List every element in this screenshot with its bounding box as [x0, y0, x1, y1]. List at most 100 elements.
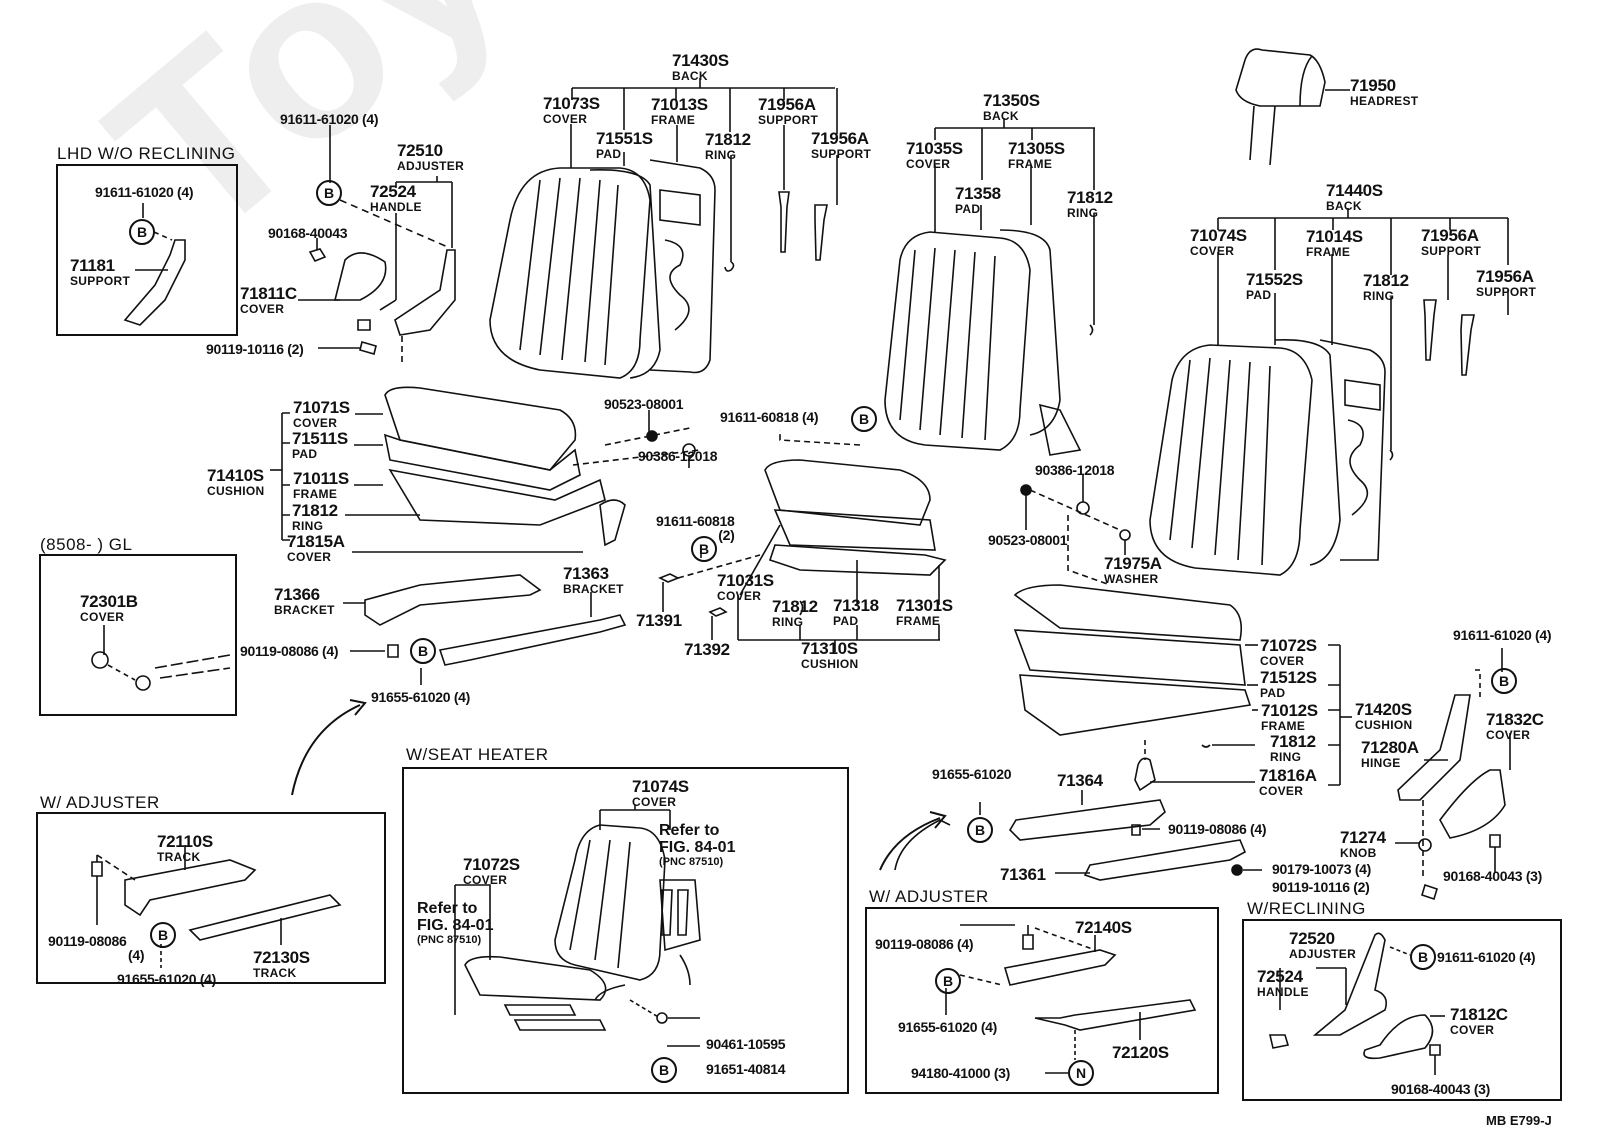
- part-71391[interactable]: 71391: [636, 611, 682, 630]
- part-90386-12018-a[interactable]: 90386-12018: [638, 448, 718, 464]
- part-90168-40043[interactable]: 90168-40043: [268, 225, 348, 241]
- leader-71440S: [1217, 208, 1509, 450]
- arrow-left-head: [349, 699, 367, 716]
- part-91655-61020-right[interactable]: 91655-61020: [932, 766, 1012, 782]
- part-90386-12018-b[interactable]: 90386-12018: [1035, 462, 1115, 478]
- part-90119-08086-adj2[interactable]: 90119-08086 (4): [875, 936, 974, 952]
- part-90168-40043-recl[interactable]: 90168-40043 (3): [1391, 1081, 1491, 1097]
- part-90119-08086-adj[interactable]: 90119-08086(4): [48, 933, 145, 963]
- part-90179-10073[interactable]: 90179-10073 (4): [1272, 861, 1372, 877]
- part-91655-61020-adj2[interactable]: 91655-61020 (4): [898, 1019, 998, 1035]
- part-90523-08001-a[interactable]: 90523-08001: [604, 396, 684, 412]
- part-90119-10116-right[interactable]: 90119-10116 (2): [1272, 879, 1370, 895]
- seat-back-right: [1149, 338, 1394, 576]
- part-71364[interactable]: 71364: [1057, 771, 1103, 790]
- part-90461-10595[interactable]: 90461-10595: [706, 1036, 786, 1052]
- part-94180-41000[interactable]: 94180-41000 (3): [911, 1065, 1011, 1081]
- part-91611-60818-2[interactable]: 91611-60818(2): [656, 513, 735, 543]
- part-71361[interactable]: 71361: [1000, 865, 1046, 884]
- part-90168-40043-right[interactable]: 90168-40043 (3): [1443, 868, 1543, 884]
- part-91655-61020-adj[interactable]: 91655-61020 (4): [117, 971, 217, 987]
- bolt-symbol-icon: B: [967, 817, 993, 843]
- lhd-support-bracket: [123, 203, 186, 326]
- part-90119-10116-top[interactable]: 90119-10116 (2): [206, 341, 304, 357]
- arrow-left: [291, 704, 361, 796]
- part-90119-08086-right[interactable]: 90119-08086 (4): [1168, 821, 1267, 837]
- part-71392[interactable]: 71392: [684, 640, 730, 659]
- part-72140S[interactable]: 72140S: [1075, 918, 1132, 937]
- part-72120S[interactable]: 72120S: [1112, 1043, 1169, 1062]
- part-91611-61020-right[interactable]: 91611-61020 (4): [1453, 627, 1552, 643]
- support-rods-right: [1423, 299, 1475, 376]
- part-91655-61020-mid[interactable]: 91655-61020 (4): [371, 689, 471, 705]
- part-90119-08086-mid[interactable]: 90119-08086 (4): [240, 643, 339, 659]
- part-90523-08001-b[interactable]: 90523-08001: [988, 532, 1068, 548]
- part-91611-61020-top[interactable]: 91611-61020 (4): [280, 111, 379, 127]
- cushion-center-linework: [737, 430, 947, 652]
- bolt-symbol-icon: B: [1491, 668, 1517, 694]
- part-91611-61020-lhd[interactable]: 91611-61020 (4): [95, 184, 194, 200]
- part-91611-60818-4[interactable]: 91611-60818 (4): [720, 409, 819, 425]
- bolt-symbol-icon: B: [935, 968, 961, 994]
- part-91651-40814[interactable]: 91651-40814: [706, 1061, 786, 1077]
- part-91611-61020-recl[interactable]: 91611-61020 (4): [1437, 949, 1536, 965]
